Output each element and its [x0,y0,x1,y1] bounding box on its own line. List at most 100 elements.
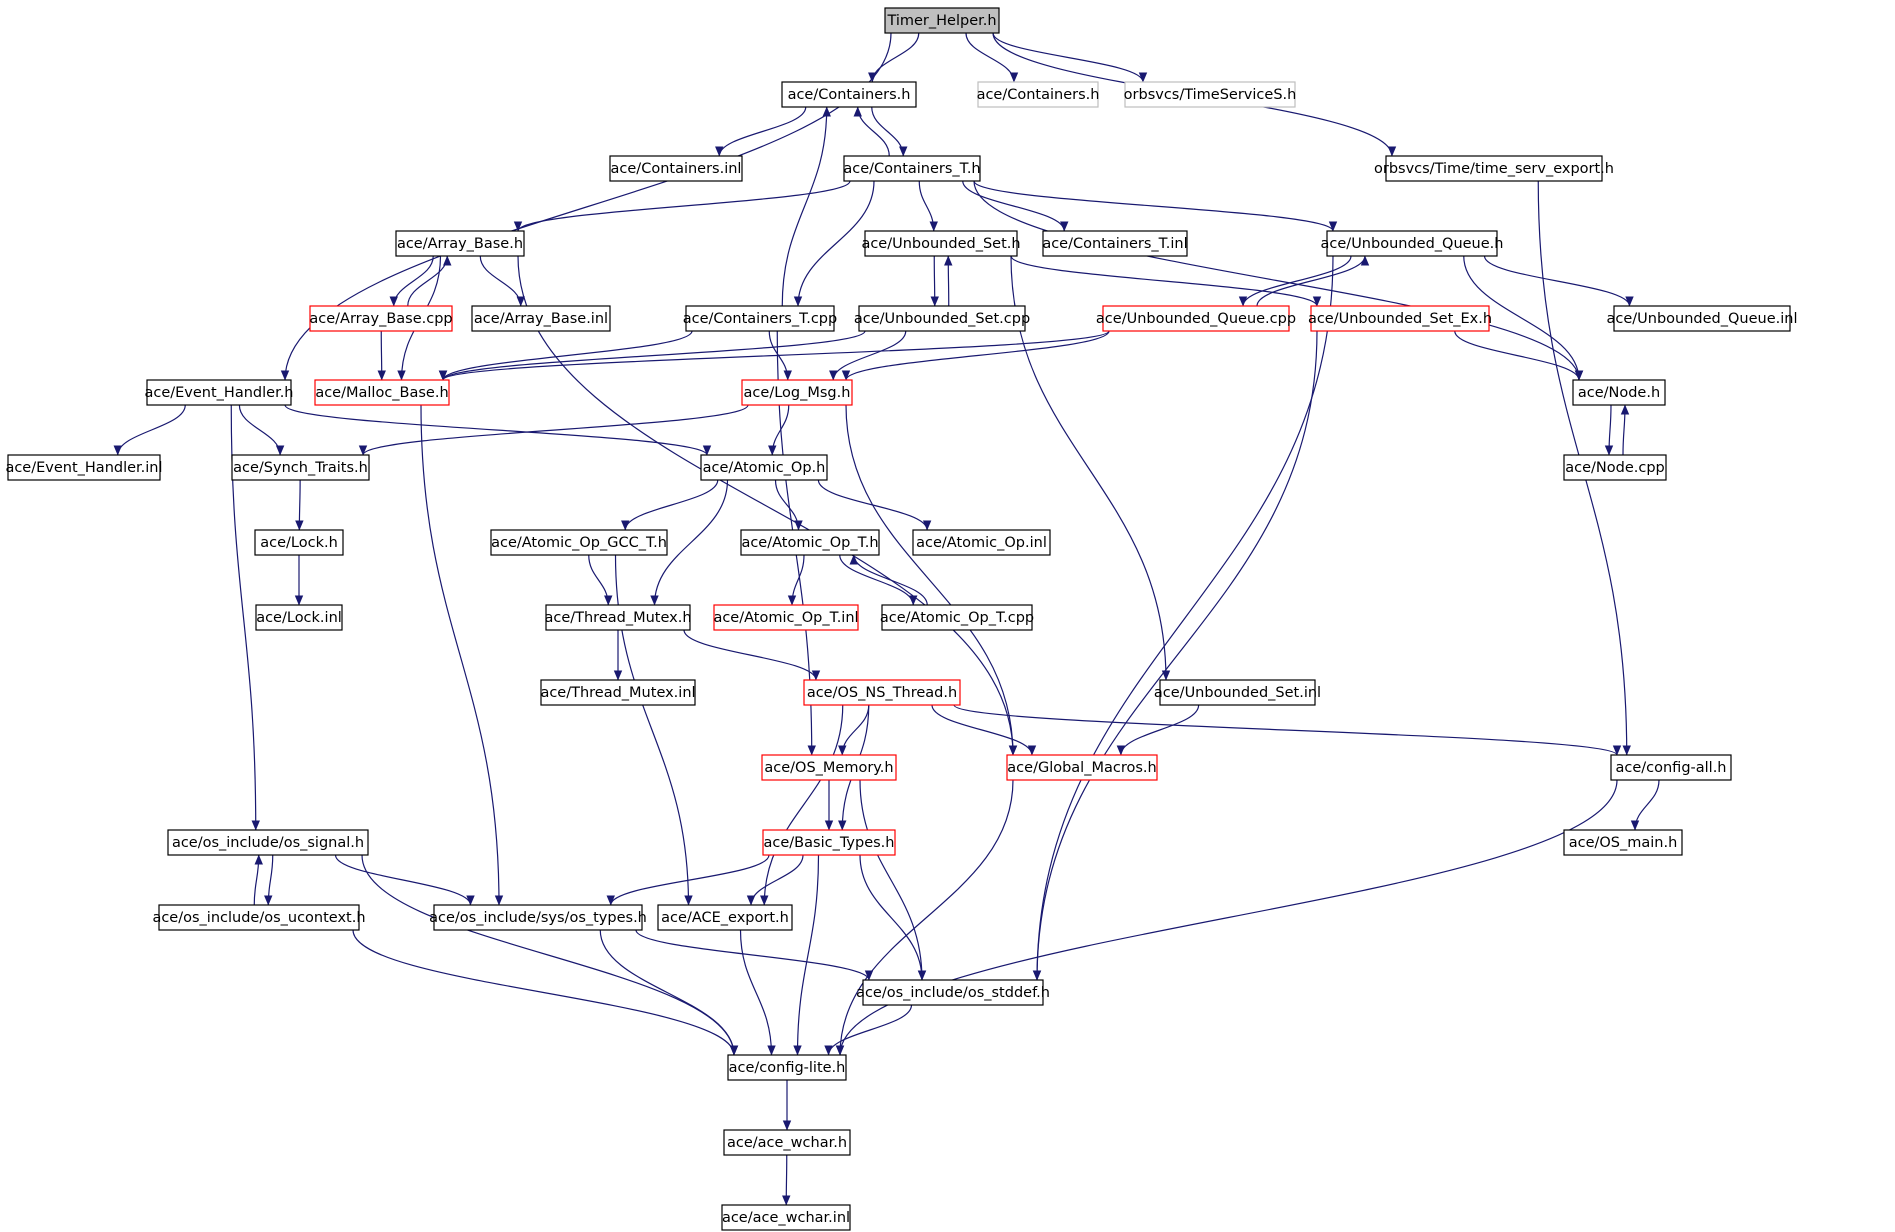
node-unbounded-set-h[interactable]: ace/Unbounded_Set.h [861,230,1021,257]
node-atomic-op-t-cpp[interactable]: ace/Atomic_Op_T.cpp [880,604,1034,631]
node-ace-wchar-inl[interactable]: ace/ace_wchar.inl [721,1204,851,1231]
node-unbounded-set-inl[interactable]: ace/Unbounded_Set.inl [1154,679,1321,706]
node-label: ace/Containers_T.inl [1042,236,1187,252]
node-ace-wchar-h[interactable]: ace/ace_wchar.h [723,1129,851,1156]
node-unbounded-set-ex-h[interactable]: ace/Unbounded_Set_Ex.h [1308,305,1492,332]
node-basic-types-h[interactable]: ace/Basic_Types.h [762,829,896,856]
node-containers-t-h[interactable]: ace/Containers_T.h [843,155,981,182]
edge-containers-t-h-to-containers-t-inl [962,180,1069,232]
edge-basic-types-h-to-ace-export-h [746,854,804,906]
edge-array-base-h-to-global-macros-h [517,255,1018,756]
edge-atomic-op-h-to-atomic-op-t-h [774,479,803,531]
node-containers-h[interactable]: ace/Containers.h [781,81,917,108]
node-time-service-s[interactable]: orbsvcs/TimeServiceS.h [1124,81,1297,108]
edge-os-types-h-to-config-lite-h [599,929,739,1056]
node-array-base-h[interactable]: ace/Array_Base.h [395,230,525,257]
node-label: ace/Containers.h [788,87,911,103]
node-box [685,305,835,332]
node-box [700,454,828,481]
node-containers-h-ext[interactable]: ace/Containers.h [977,81,1100,108]
edge-containers-t-h-to-containers-t-cpp [793,180,875,307]
node-lock-h[interactable]: ace/Lock.h [254,529,344,556]
node-os-memory-h[interactable]: ace/OS_Memory.h [761,754,897,781]
node-box [761,754,897,781]
node-array-base-cpp[interactable]: ace/Array_Base.cpp [309,305,453,332]
node-box [762,829,896,856]
node-label: ace/os_include/os_stddef.h [856,985,1050,1001]
node-atomic-op-gcc-t-h[interactable]: ace/Atomic_Op_GCC_T.h [490,529,668,556]
edge-array-base-cpp-to-malloc-base-h [377,330,386,381]
node-global-macros-h[interactable]: ace/Global_Macros.h [1006,754,1158,781]
node-config-lite-h[interactable]: ace/config-lite.h [727,1054,847,1081]
node-os-types-h[interactable]: ace/os_include/sys/os_types.h [429,904,647,931]
node-os-ucontext-h[interactable]: ace/os_include/os_ucontext.h [152,904,366,931]
node-box [881,604,1033,631]
node-containers-inl[interactable]: ace/Containers.inl [609,155,743,182]
node-array-base-inl[interactable]: ace/Array_Base.inl [471,305,611,332]
node-label: ace/ACE_export.h [661,910,789,926]
node-thread-mutex-inl[interactable]: ace/Thread_Mutex.inl [540,679,696,706]
node-unbounded-queue-cpp[interactable]: ace/Unbounded_Queue.cpp [1096,305,1296,332]
edge-os-ucontext-h-to-os-signal-h [253,854,263,906]
node-label: ace/Atomic_Op_T.cpp [880,610,1034,626]
node-os-main-h[interactable]: ace/OS_main.h [1563,829,1683,856]
node-atomic-op-inl[interactable]: ace/Atomic_Op.inl [912,529,1051,556]
node-label: ace/Atomic_Op.inl [916,535,1047,551]
node-unbounded-queue-inl[interactable]: ace/Unbounded_Queue.inl [1607,305,1798,332]
node-log-msg-h[interactable]: ace/Log_Msg.h [741,379,853,406]
edge-atomic-op-h-to-atomic-op-gcc-t-h [621,479,719,531]
node-event-handler-h[interactable]: ace/Event_Handler.h [144,379,294,406]
node-node-h[interactable]: ace/Node.h [1572,379,1666,406]
node-os-ns-thread-h[interactable]: ace/OS_NS_Thread.h [803,679,961,706]
node-label: ace/Malloc_Base.h [315,385,448,401]
node-os-signal-h[interactable]: ace/os_include/os_signal.h [167,829,369,856]
node-lock-inl[interactable]: ace/Lock.inl [255,604,343,631]
edge-unbounded-queue-h-to-unbounded-queue-inl [1483,255,1634,307]
node-box [1102,305,1290,332]
node-label: ace/Unbounded_Set.inl [1154,685,1321,701]
node-box [167,829,369,856]
node-label: ace/ace_wchar.h [727,1135,847,1151]
node-containers-t-inl[interactable]: ace/Containers_T.inl [1042,230,1188,257]
node-thread-mutex-h[interactable]: ace/Thread_Mutex.h [544,604,692,631]
edge-basic-types-h-to-config-lite-h [793,854,820,1056]
node-label: ace/Atomic_Op_T.h [741,535,878,551]
node-box [314,379,450,406]
node-containers-t-cpp[interactable]: ace/Containers_T.cpp [683,305,837,332]
node-config-all-h[interactable]: ace/config-all.h [1610,754,1732,781]
node-label: ace/Lock.inl [256,610,342,626]
node-box [146,379,292,406]
edge-containers-t-h-to-unbounded-queue-h [973,180,1338,232]
node-box [309,305,453,332]
node-os-stddef-h[interactable]: ace/os_include/os_stddef.h [856,979,1050,1006]
node-box [545,604,691,631]
node-atomic-op-h[interactable]: ace/Atomic_Op.h [700,454,828,481]
node-atomic-op-t-inl[interactable]: ace/Atomic_Op_T.inl [713,604,859,631]
node-label: ace/Atomic_Op.h [703,460,826,476]
node-box [657,904,793,931]
edge-log-msg-h-to-global-macros-h [845,404,1018,756]
node-timer-helper[interactable]: Timer_Helper.h [884,7,1000,34]
edge-os-ns-thread-h-to-ace-export-h [760,704,844,906]
node-event-handler-inl[interactable]: ace/Event_Handler.inl [5,454,163,481]
node-synch-traits-h[interactable]: ace/Synch_Traits.h [231,454,370,481]
node-label: ace/os_include/os_signal.h [172,835,364,851]
node-malloc-base-h[interactable]: ace/Malloc_Base.h [314,379,450,406]
edge-ace-wchar-h-to-ace-wchar-inl [782,1154,791,1206]
edge-containers-t-h-to-unbounded-set-h [918,180,938,232]
edge-array-base-h-to-array-base-cpp [389,255,434,307]
node-time-serv-export[interactable]: orbsvcs/Time/time_serv_export.h [1374,155,1614,182]
node-atomic-op-t-h[interactable]: ace/Atomic_Op_T.h [740,529,880,556]
node-box [1326,230,1498,257]
edge-layer [113,32,1660,1206]
node-label: ace/os_include/os_ucontext.h [152,910,365,926]
node-node-cpp[interactable]: ace/Node.cpp [1563,454,1667,481]
node-box [471,305,611,332]
edge-global-macros-h-to-config-lite-h [835,779,1014,1056]
node-unbounded-queue-h[interactable]: ace/Unbounded_Queue.h [1321,230,1504,257]
edge-event-handler-h-to-event-handler-inl [113,404,186,456]
node-ace-export-h[interactable]: ace/ACE_export.h [657,904,793,931]
edge-containers-t-h-to-array-base-h [513,180,851,232]
node-unbounded-set-cpp[interactable]: ace/Unbounded_Set.cpp [854,305,1030,332]
